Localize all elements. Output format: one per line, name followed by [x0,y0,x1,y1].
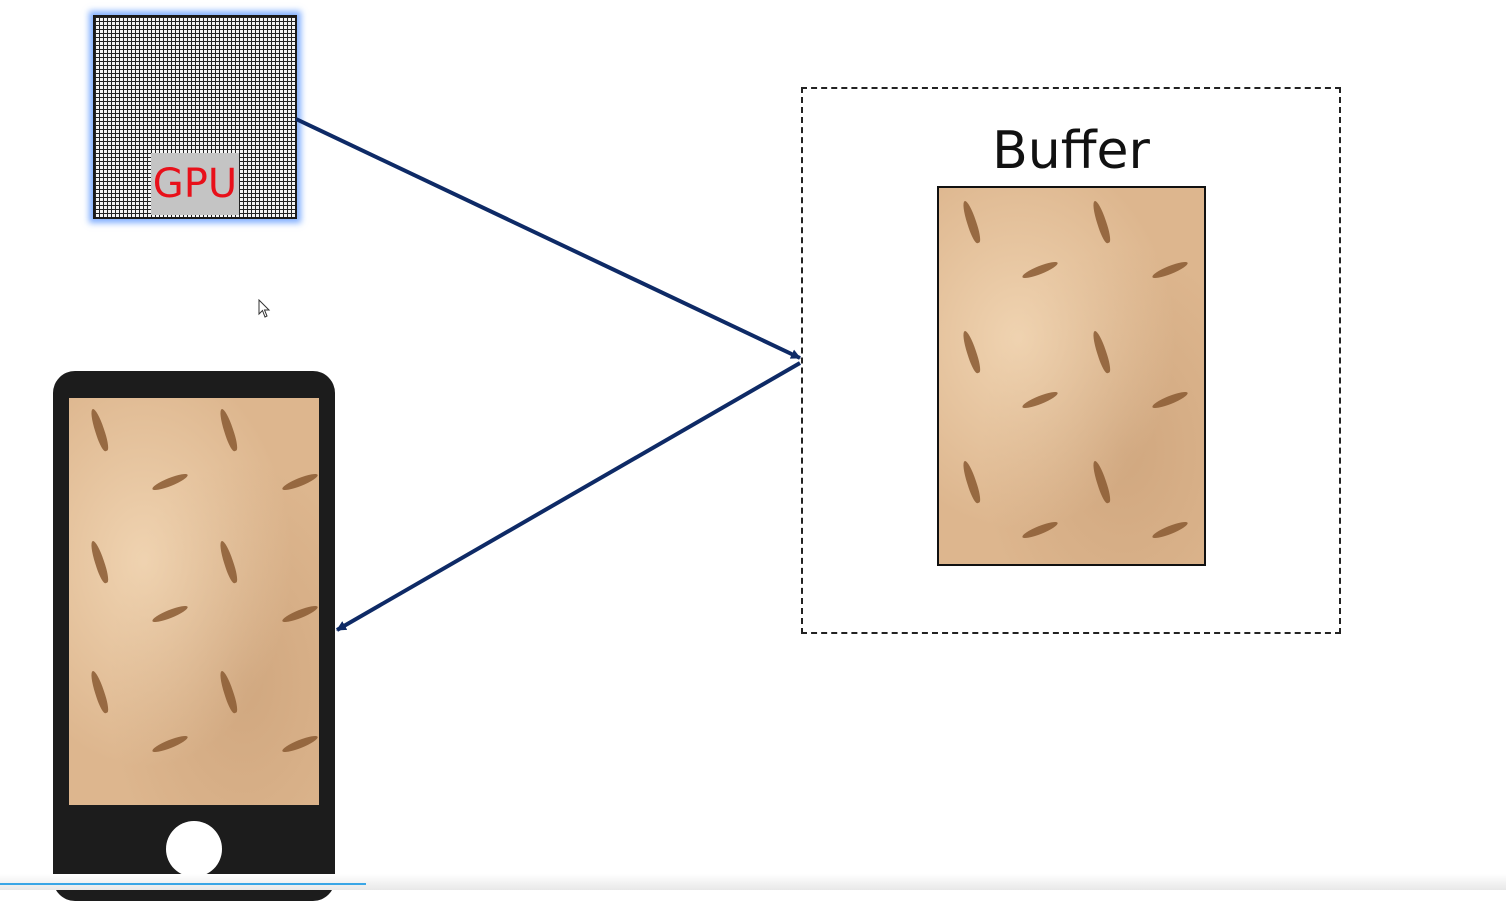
mouse-cursor-icon [258,299,271,318]
phone [53,371,335,901]
phone-screen-image [69,398,319,805]
bottom-bar [0,874,1506,890]
gpu-chip: GPU [93,15,297,219]
progress-line [0,883,366,885]
buffer-box: Buffer [801,87,1341,634]
arrow-buffer-to-phone [336,361,801,632]
gpu-label: GPU [151,153,239,215]
home-button [166,821,222,877]
arrow-gpu-to-buffer [295,117,801,360]
buffer-title: Buffer [992,121,1150,181]
buffer-fossil-image [937,186,1206,566]
